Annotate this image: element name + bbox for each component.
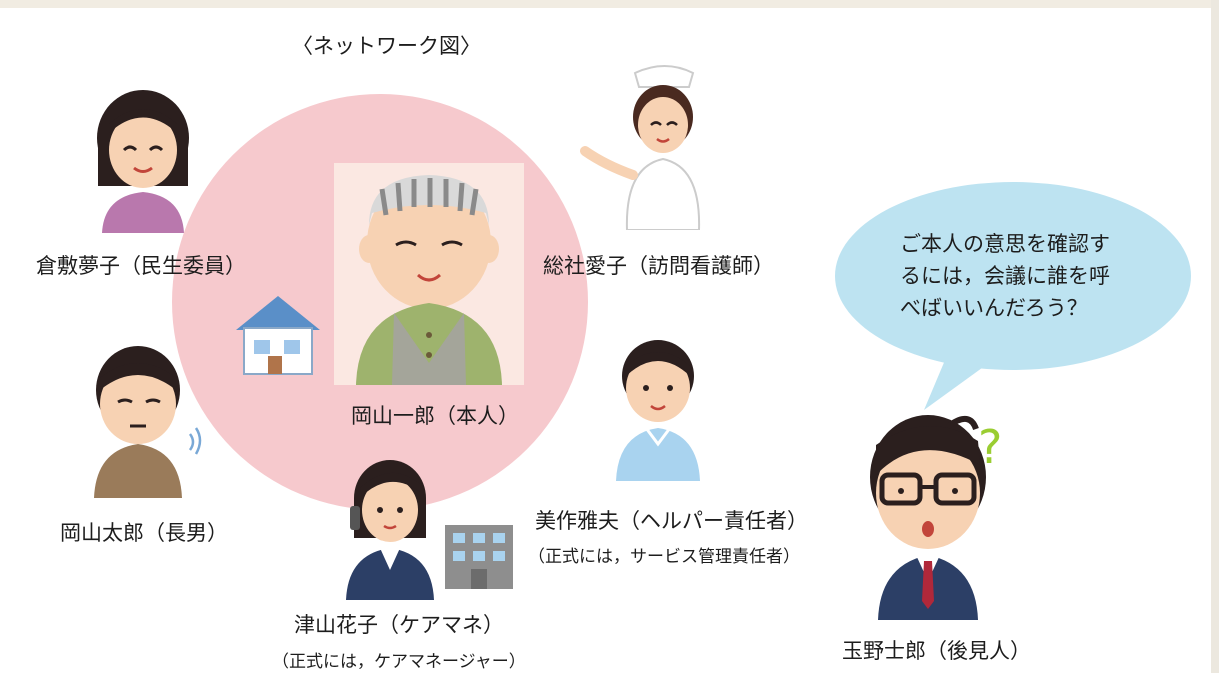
son-icon <box>94 346 202 498</box>
woman-icon <box>97 90 189 233</box>
speech-bubble <box>835 182 1191 410</box>
diagram-title: 〈ネットワーク図〉 <box>292 34 481 58</box>
label-mimasaka: 美作雅夫（ヘルパー責任者） <box>535 509 808 533</box>
nurse-icon <box>580 65 701 230</box>
label-mimasaka-note: （正式には，サービス管理責任者） <box>528 547 800 567</box>
label-okayama-taro: 岡山太郎（長男） <box>60 521 228 545</box>
grandfather-icon <box>334 163 524 385</box>
speech-line-2: るには，会議に誰を呼 <box>900 264 1110 288</box>
scan-edge-top <box>0 0 1219 8</box>
speech-line-3: べばいいんだろう？ <box>900 296 1088 320</box>
label-sousha: 総社愛子（訪問看護師） <box>543 254 774 278</box>
helper-icon <box>616 340 700 481</box>
label-tsuyama: 津山花子（ケアマネ） <box>294 613 504 637</box>
speech-text: ご本人の意思を確認す るには，会議に誰を呼 べばいいんだろう？ <box>900 228 1110 324</box>
label-tsuyama-note: （正式には，ケアマネージャー） <box>272 652 526 672</box>
building-icon <box>445 525 513 589</box>
label-kurashiki: 倉敷夢子（民生委員） <box>36 254 246 278</box>
care-manager-icon <box>346 460 434 600</box>
speech-line-1: ご本人の意思を確認す <box>900 232 1110 256</box>
label-tamano: 玉野士郎（後見人） <box>842 639 1031 663</box>
guardian-icon: ? <box>870 415 1002 620</box>
svg-text:?: ? <box>978 420 1002 474</box>
label-center: 岡山一郎（本人） <box>351 404 519 428</box>
scan-edge-right <box>1211 0 1219 673</box>
house-icon <box>236 296 320 375</box>
